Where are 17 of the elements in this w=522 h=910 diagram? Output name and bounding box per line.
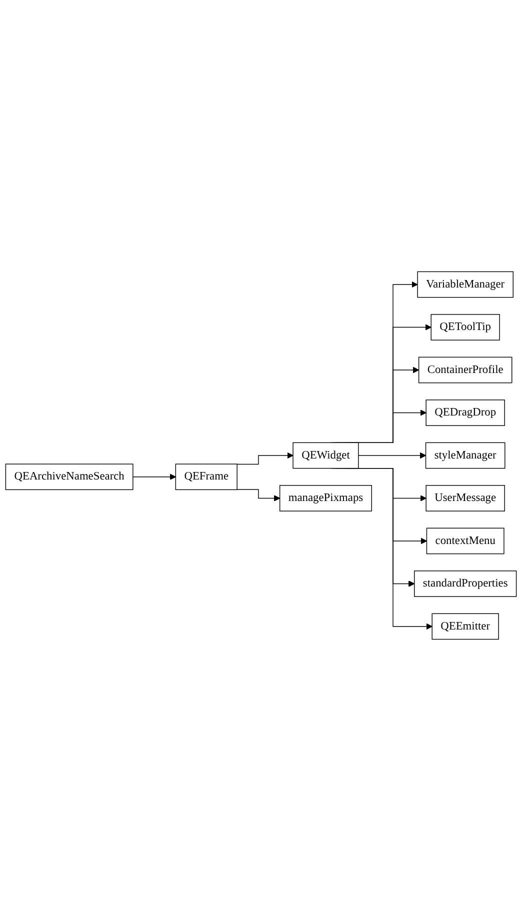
node-box: VariableManager: [417, 270, 514, 298]
node-box: styleManager: [425, 442, 506, 468]
node-box: contextMenu: [426, 527, 504, 554]
arrow: [132, 473, 176, 480]
node-box: standardProperties: [414, 570, 517, 596]
node-box: managePixmaps: [279, 484, 372, 511]
node-box: QEToolTip: [430, 314, 500, 340]
node-box: QEDragDrop: [426, 399, 505, 426]
node-box: QEFrame: [175, 463, 238, 490]
node-box: QEWidget: [292, 442, 359, 468]
node-box: QEEmitter: [432, 612, 499, 640]
arrow: [358, 452, 426, 458]
node-box: ContainerProfile: [418, 356, 512, 383]
arrow: [236, 452, 294, 464]
node-box: UserMessage: [426, 484, 505, 511]
arrow: [236, 488, 280, 501]
node-box: QEArchiveNameSearch: [5, 463, 134, 490]
